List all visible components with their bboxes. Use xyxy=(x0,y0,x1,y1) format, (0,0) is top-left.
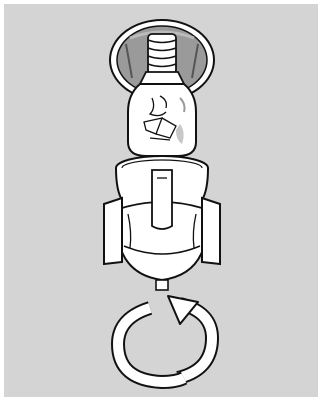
bulb-cover xyxy=(103,155,221,291)
rotation-arrow-icon xyxy=(110,295,220,390)
bulb-screw-base xyxy=(147,33,177,75)
light-bulb-glass xyxy=(127,83,197,157)
bulb-neck xyxy=(138,71,186,85)
